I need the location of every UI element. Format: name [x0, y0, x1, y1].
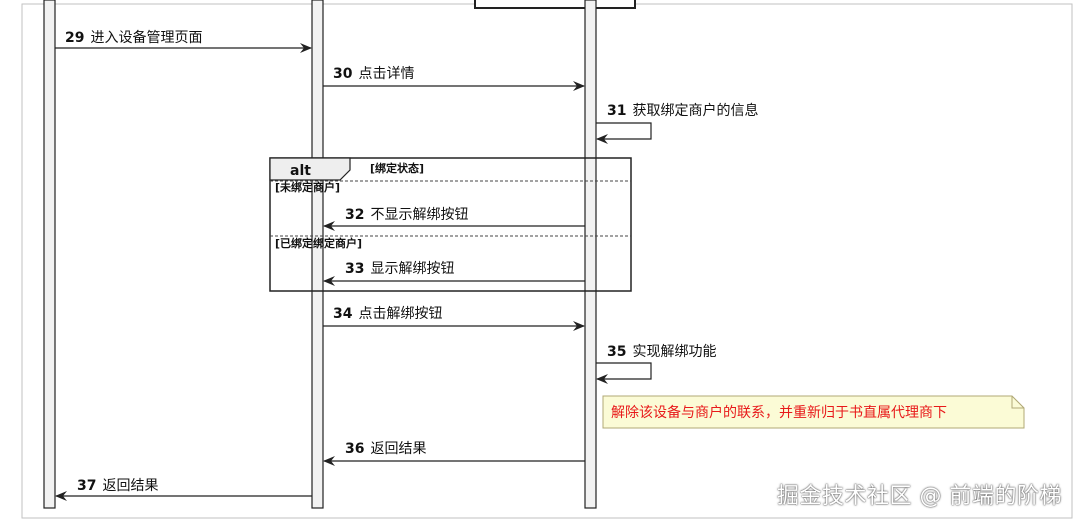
message-37-number: 37: [77, 478, 96, 494]
message-35-number: 35: [607, 344, 626, 360]
note-text: 解除该设备与商户的联系，并重新归于书直属代理商下: [611, 404, 947, 421]
message-31: 31 获取绑定商户的信息: [596, 102, 758, 144]
message-30-number: 30: [333, 66, 353, 82]
watermark: 掘金技术社区 @ 前端的阶梯: [777, 484, 1062, 509]
message-31-text: 获取绑定商户的信息: [632, 102, 758, 119]
message-31-arrow: [596, 122, 652, 144]
participant-box: [474, 0, 636, 9]
message-34: 34 点击解绑按钮: [323, 306, 585, 331]
message-33-number: 33: [345, 261, 364, 277]
lifeline-frontend: [311, 0, 324, 509]
message-35-text: 实现解绑功能: [632, 344, 716, 360]
message-31-number: 31: [607, 103, 626, 119]
note-corner-fold: [1011, 396, 1024, 409]
note: 解除该设备与商户的联系，并重新归于书直属代理商下: [602, 395, 1025, 429]
message-30: 30 点击详情: [323, 66, 585, 91]
alt-fragment: alt [绑定状态] [未绑定商户] [已绑定绑定商户]: [269, 157, 632, 292]
lifeline-user: [43, 0, 56, 509]
message-34-number: 34: [333, 306, 353, 322]
message-34-text: 点击解绑按钮: [358, 306, 442, 322]
message-29: 29 进入设备管理页面: [55, 29, 312, 53]
note-box: [602, 395, 1025, 429]
alt-guard: [绑定状态]: [370, 161, 424, 175]
message-36-number: 36: [345, 441, 364, 457]
outer-frame: [21, 3, 1073, 519]
alt-branch-1-guard: [未绑定商户]: [275, 180, 340, 194]
message-32-number: 32: [345, 207, 364, 223]
message-33: 33 显示解绑按钮: [323, 261, 585, 286]
message-37-text: 返回结果: [102, 478, 158, 494]
message-30-text: 点击详情: [358, 66, 414, 82]
message-29-text: 进入设备管理页面: [90, 29, 202, 46]
alt-operator: alt: [290, 163, 311, 179]
message-32: 32 不显示解绑按钮: [323, 207, 585, 231]
message-35-arrow: [596, 362, 652, 384]
message-36: 36 返回结果: [323, 441, 585, 466]
lifeline-backend: [584, 0, 597, 509]
message-35: 35 实现解绑功能: [596, 344, 716, 384]
message-32-text: 不显示解绑按钮: [370, 207, 468, 223]
message-36-text: 返回结果: [370, 441, 426, 457]
message-33-text: 显示解绑按钮: [370, 261, 454, 277]
alt-branch-2-guard: [已绑定绑定商户]: [275, 236, 362, 250]
message-29-number: 29: [65, 30, 84, 46]
message-37: 37 返回结果: [55, 478, 312, 501]
